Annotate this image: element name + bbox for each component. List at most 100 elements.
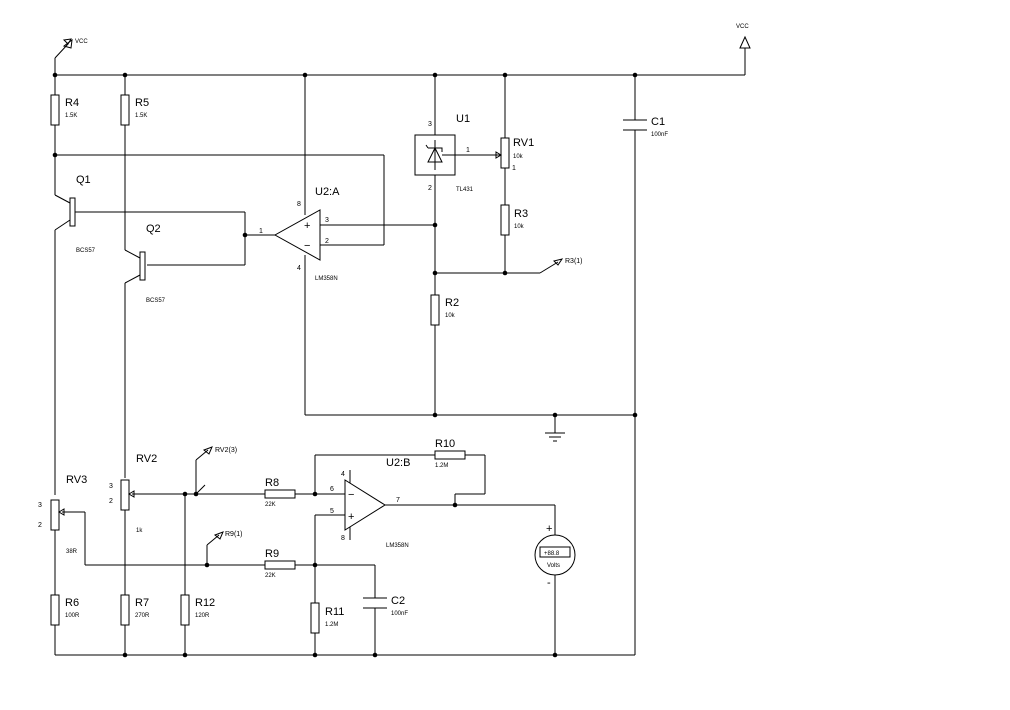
q1-value: BCS57: [76, 248, 96, 254]
opamp-u2b: − + U2:B LM358N 7 6 5 4 8: [330, 457, 410, 549]
vcc-left-label: VCC: [75, 39, 88, 45]
resistor-r9: R9 22K: [264, 548, 296, 579]
r4-ref: R4: [65, 97, 79, 109]
u1-pin-anode: 2: [428, 185, 432, 192]
potentiometer-rv3: RV3 38R 3 2: [38, 474, 87, 555]
r6-ref: R6: [65, 597, 79, 609]
u2b-pin-vcc: 4: [341, 471, 345, 478]
rv2-pin-3: 3: [109, 483, 113, 490]
r3-value: 10k: [514, 224, 525, 230]
capacitor-c2: C2 100nF: [363, 595, 408, 617]
potentiometer-rv2: RV2 1k 3 2: [109, 453, 157, 534]
capacitor-c1: C1 100nF: [623, 116, 668, 138]
resistor-r5: R5 1.5K: [120, 94, 149, 126]
r2-ref: R2: [445, 297, 459, 309]
u2a-plus-sign: +: [304, 220, 310, 232]
resistor-r2: R2 10k: [430, 294, 459, 326]
r6-value: 100R: [65, 613, 80, 619]
u2b-pin-gnd: 8: [341, 535, 345, 542]
meter-plus: +: [546, 523, 552, 535]
u2b-pin-plus: 5: [330, 508, 334, 515]
u2b-pin-out: 7: [396, 497, 400, 504]
probe-rv2: RV2(3): [195, 446, 237, 494]
r12-ref: R12: [195, 597, 215, 609]
resistor-r10: R10 1.2M: [434, 438, 466, 469]
r12-value: 120R: [195, 613, 210, 619]
vcc-right-label: VCC: [736, 24, 749, 30]
q2-value: BCS57: [146, 298, 166, 304]
rv3-ref: RV3: [66, 474, 87, 486]
r3-ref: R3: [514, 208, 528, 220]
u2a-pin-vcc: 8: [297, 201, 301, 208]
transistor-q2: Q2 BCS57: [139, 223, 166, 304]
ground-symbol: [545, 432, 565, 442]
probe-r3: R3(1): [539, 258, 583, 274]
meter-reading: +88.8: [544, 551, 560, 557]
meter-unit: Volts: [547, 563, 560, 569]
r7-ref: R7: [135, 597, 149, 609]
u2b-minus-sign: −: [348, 489, 354, 501]
r9-value: 22K: [265, 573, 276, 579]
resistor-r6: R6 100R: [50, 594, 80, 626]
rv1-pin-1: 1: [512, 165, 516, 172]
u2b-pin-minus: 6: [330, 486, 334, 493]
vcc-right-symbol: VCC: [736, 24, 751, 49]
u2a-minus-sign: −: [304, 240, 310, 252]
r8-value: 22K: [265, 502, 276, 508]
potentiometer-rv1: RV1 10k 1: [495, 137, 534, 172]
resistor-r12: R12 120R: [180, 594, 215, 626]
r4-value: 1.5K: [65, 113, 77, 119]
transistor-q1: Q1 BCS57: [69, 174, 96, 254]
u2a-pin-gnd: 4: [297, 265, 301, 272]
c2-value: 100nF: [391, 611, 408, 617]
rv2-value: 1k: [136, 528, 143, 534]
probe-rv2-label: RV2(3): [215, 447, 237, 454]
u1-pin-cathode: 3: [428, 121, 432, 128]
vcc-left-symbol: VCC: [54, 38, 88, 59]
r5-ref: R5: [135, 97, 149, 109]
u1-ref: U1: [456, 113, 470, 125]
u2a-value: LM358N: [315, 276, 338, 282]
u2a-ref: U2:A: [315, 186, 340, 198]
rv1-value: 10k: [513, 154, 524, 160]
u2a-pin-minus: 2: [325, 238, 329, 245]
q1-ref: Q1: [76, 174, 91, 186]
u2b-ref: U2:B: [386, 457, 410, 469]
r10-value: 1.2M: [435, 463, 448, 469]
resistor-r3: R3 10k: [500, 204, 528, 236]
meter-minus: -: [547, 577, 551, 589]
r7-value: 270R: [135, 613, 150, 619]
u1-value: TL431: [456, 187, 474, 193]
r11-value: 1.2M: [325, 622, 338, 628]
u2b-value: LM358N: [386, 543, 409, 549]
wires: [54, 48, 746, 656]
probe-r9-label: R9(1): [225, 531, 243, 538]
voltmeter: +88.8 Volts + -: [534, 523, 576, 589]
probe-r9: R9(1): [206, 531, 243, 546]
u2b-plus-sign: +: [348, 511, 354, 523]
u2a-pin-plus: 3: [325, 217, 329, 224]
resistor-r4: R4 1.5K: [50, 94, 79, 126]
probe-r3-label: R3(1): [565, 258, 583, 265]
opamp-u2a: + − U2:A LM358N 1 3 2 8 4: [259, 186, 340, 282]
r5-value: 1.5K: [135, 113, 147, 119]
c1-ref: C1: [651, 116, 665, 128]
r11-ref: R11: [325, 606, 344, 618]
rv2-ref: RV2: [136, 453, 157, 465]
resistor-r8: R8 22K: [264, 477, 296, 508]
r8-ref: R8: [265, 477, 279, 489]
c1-value: 100nF: [651, 132, 668, 138]
rv3-value: 38R: [66, 549, 78, 555]
resistor-r7: R7 270R: [120, 594, 150, 626]
resistor-r11: R11 1.2M: [310, 602, 344, 634]
c2-ref: C2: [391, 595, 405, 607]
junctions: [52, 72, 638, 658]
u1-pin-ref: 1: [466, 147, 470, 154]
r10-ref: R10: [435, 438, 455, 450]
rv3-pin-2: 2: [38, 522, 42, 529]
rv3-pin-3: 3: [38, 502, 42, 509]
rv1-ref: RV1: [513, 137, 534, 149]
q2-ref: Q2: [146, 223, 161, 235]
u2a-pin-out: 1: [259, 228, 263, 235]
